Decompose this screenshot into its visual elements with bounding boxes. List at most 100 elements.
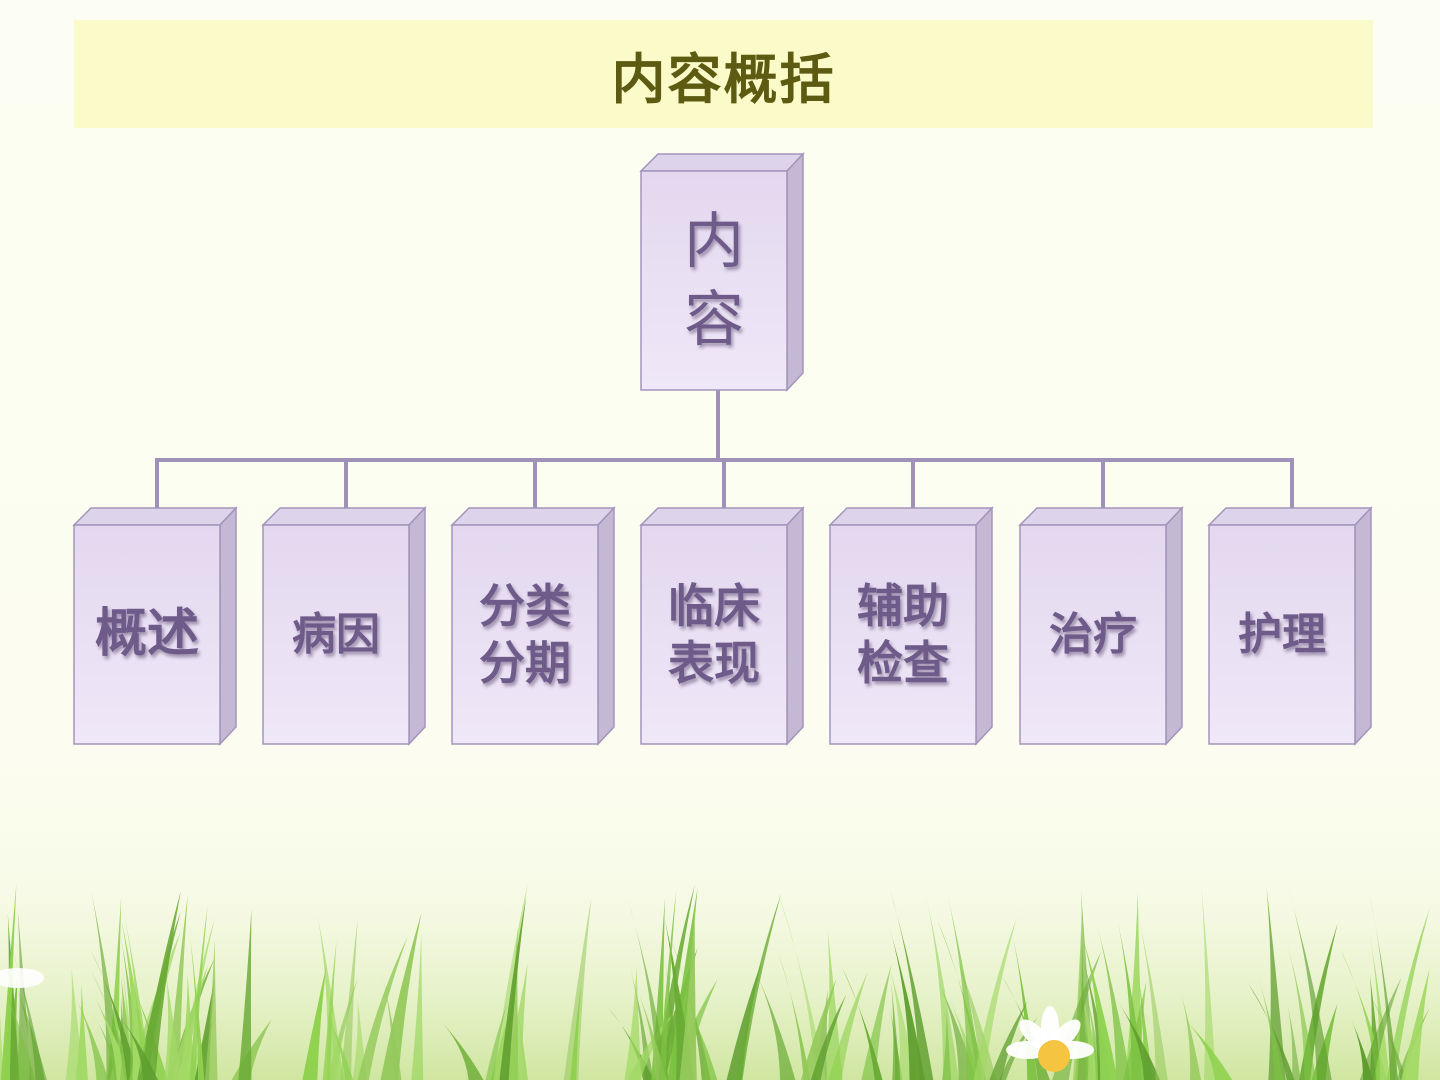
grass-blade (889, 928, 925, 1080)
child-box-3-label-line: 分期 (479, 635, 571, 690)
grass-blade (889, 888, 934, 1080)
root-box-shape (639, 152, 805, 392)
grass-blade (91, 890, 123, 1080)
child-box-2-label-line: 病因 (292, 608, 380, 660)
grass-blade (679, 905, 697, 1080)
grass-blade (756, 973, 796, 1080)
child-box-6-label: 治疗 (1020, 525, 1166, 744)
child-box-3: 分类分期 (450, 506, 616, 746)
child-box-4-label-line: 表现 (668, 635, 760, 690)
grass-blade (1386, 908, 1430, 1080)
child-box-7-label-line: 护理 (1238, 608, 1326, 660)
child-box-4-label: 临床表现 (641, 525, 787, 744)
grass-blade (7, 994, 36, 1080)
grass-blade (1256, 971, 1284, 1080)
grass-blade (189, 905, 208, 1080)
grass-blade (317, 996, 354, 1080)
grass-blade (1369, 995, 1407, 1080)
grass-blade (326, 985, 343, 1080)
grass-blade (1080, 931, 1118, 1080)
grass-blade (187, 914, 205, 1080)
grass-blade (726, 962, 762, 1080)
grass-blade (1096, 922, 1131, 1080)
grass-blade (1287, 885, 1332, 1080)
grass-blade (357, 937, 408, 1080)
grass-blade (563, 897, 592, 1080)
child-box-5-shape (828, 506, 994, 746)
child-box-2-shape (261, 506, 427, 746)
grass-blade (667, 887, 698, 1080)
grass-decoration (0, 880, 1440, 1080)
child-box-6: 治疗 (1018, 506, 1184, 746)
grass-blade (492, 883, 528, 1080)
grass-blade (322, 940, 337, 1080)
grass-blade (75, 984, 88, 1080)
child-box-5: 辅助检查 (828, 506, 994, 746)
daisy-flower-right (1006, 1006, 1094, 1072)
grass-blade (7, 934, 45, 1080)
grass-blade (691, 1012, 718, 1080)
grass-blade (179, 974, 195, 1080)
grass-blade (651, 897, 665, 1080)
root-box: 内容 (639, 152, 805, 392)
grass-blade (485, 1005, 507, 1080)
grass-blade (302, 964, 327, 1080)
child-box-7: 护理 (1207, 506, 1373, 746)
grass-blade (1287, 1005, 1301, 1080)
grass-blade (570, 982, 582, 1080)
grass-blade (1117, 1001, 1160, 1080)
grass-blade (238, 908, 252, 1080)
grass-blade (658, 890, 677, 1080)
grass-blade (891, 984, 901, 1080)
grass-blade (1369, 934, 1390, 1080)
grass-blade (800, 978, 837, 1080)
child-box-4-label-line: 临床 (668, 579, 760, 634)
child-box-5-label-line: 检查 (857, 635, 949, 690)
grass-blade (1123, 980, 1147, 1080)
grass-blade (340, 918, 358, 1080)
grass-blade (90, 950, 140, 1080)
grass-blade (381, 970, 402, 1080)
grass-blade (671, 941, 711, 1080)
grass-blade (1137, 972, 1153, 1080)
grass-blade (71, 988, 109, 1080)
grass-blade (436, 1016, 484, 1080)
grass-blade (499, 896, 527, 1080)
child-box-2: 病因 (261, 506, 427, 746)
grass-blade (1201, 886, 1217, 1080)
root-box-label-line: 容 (684, 284, 744, 355)
grass-blade (139, 891, 181, 1080)
grass-blade (1351, 1019, 1373, 1080)
grass-blade (1401, 968, 1430, 1080)
child-box-6-label-line: 治疗 (1049, 608, 1137, 660)
child-box-3-shape (450, 506, 616, 746)
grass-blade (973, 918, 1017, 1080)
grass-blade (624, 967, 642, 1080)
grass-blade (828, 972, 868, 1080)
grass-blade (1137, 912, 1168, 1080)
daisy-flower-left (0, 968, 44, 988)
grass-blade (91, 990, 132, 1080)
grass-blade (926, 898, 959, 1080)
child-box-3-label-line: 分类 (479, 579, 571, 634)
child-box-2-label: 病因 (263, 525, 409, 744)
grass-blade (946, 889, 983, 1080)
grass-blade (204, 938, 218, 1080)
grass-blade (1181, 995, 1202, 1080)
grass-blade (841, 966, 883, 1080)
child-box-7-shape (1207, 506, 1373, 746)
grass-blade (120, 1017, 159, 1080)
child-box-3-label: 分类分期 (452, 525, 598, 744)
grass-blade (636, 987, 667, 1080)
grass-blade (411, 933, 424, 1080)
child-box-5-label: 辅助检查 (830, 525, 976, 744)
child-box-1-label: 概述 (74, 525, 220, 744)
grass-blade (810, 994, 847, 1080)
root-box-label: 内容 (641, 171, 787, 390)
grass-blade (627, 898, 670, 1080)
grass-blade (164, 976, 182, 1080)
grass-blade (517, 1008, 528, 1080)
grass-blade (777, 892, 826, 1080)
grass-blade (989, 1001, 1028, 1080)
grass-blade (736, 893, 782, 1080)
